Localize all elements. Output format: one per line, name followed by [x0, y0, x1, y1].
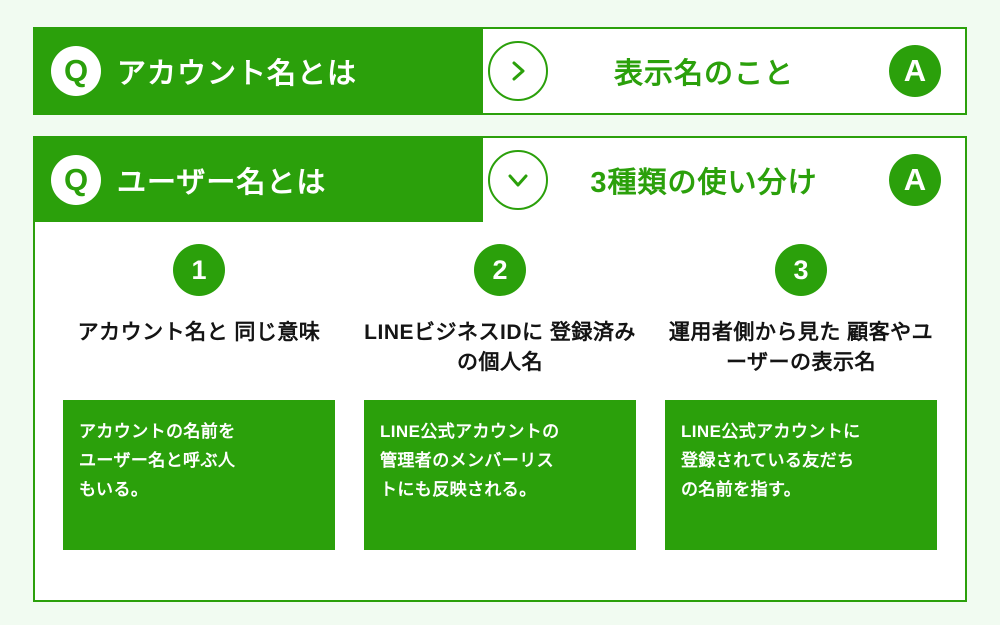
answer-text: 3種類の使い分け	[590, 167, 818, 199]
question-text: ユーザー名とは	[117, 167, 327, 199]
column-note: LINE公式アカウントの 管理者のメンバーリス トにも反映される。	[364, 400, 636, 550]
column-title-line: LINEビジネスIDに	[364, 321, 544, 344]
answer-badge: A	[889, 154, 941, 206]
question-section: Q ユーザー名とは	[35, 138, 483, 222]
faq-item-collapsed[interactable]: Q アカウント名とは 表示名のこと A	[33, 27, 967, 115]
column-note-line: の名前を指す。	[681, 480, 802, 500]
answer-badge: A	[889, 45, 941, 97]
column-note-line: LINE公式アカウントの	[380, 422, 560, 441]
question-badge: Q	[51, 46, 101, 96]
faq-item-expanded[interactable]: Q ユーザー名とは 3種類の使い分け A 1 アカウント名と 同じ意味	[33, 136, 967, 602]
column-note: LINE公式アカウントに 登録されている友だち の名前を指す。	[665, 400, 937, 550]
question-badge: Q	[51, 155, 101, 205]
usage-column-2: 2 LINEビジネスIDに 登録済みの個人名 LINE公式アカウントの 管理者の…	[364, 244, 636, 550]
usage-column-1: 1 アカウント名と 同じ意味 アカウントの名前を ユーザー名と呼ぶ人 もいる。	[63, 244, 335, 550]
answer-section: 3種類の使い分け A	[483, 138, 965, 222]
column-note-line: もいる。	[79, 480, 149, 500]
column-title-line: 登録済みの個人名	[457, 321, 636, 375]
column-note-line: 登録されている友だち	[681, 451, 855, 471]
usage-column-3: 3 運用者側から見た 顧客やユーザーの表示名 LINE公式アカウントに 登録され…	[665, 244, 937, 550]
column-title: 運用者側から見た 顧客やユーザーの表示名	[665, 318, 937, 380]
faq-header[interactable]: Q アカウント名とは 表示名のこと A	[35, 29, 965, 113]
answer-section: 表示名のこと A	[483, 29, 965, 113]
column-note-line: アカウントの名前を	[79, 422, 236, 441]
chevron-right-icon[interactable]	[488, 41, 548, 101]
column-note-line: トにも反映される。	[380, 480, 537, 500]
answer-text: 表示名のこと	[613, 58, 794, 90]
column-title-line: 運用者側から見た	[668, 321, 841, 344]
faq-header[interactable]: Q ユーザー名とは 3種類の使い分け A	[35, 138, 965, 222]
usage-columns: 1 アカウント名と 同じ意味 アカウントの名前を ユーザー名と呼ぶ人 もいる。 …	[35, 222, 965, 550]
column-title-line: アカウント名と	[77, 321, 229, 344]
question-section: Q アカウント名とは	[35, 29, 483, 113]
chevron-down-icon[interactable]	[488, 150, 548, 210]
column-title: アカウント名と 同じ意味	[78, 318, 321, 380]
question-text: アカウント名とは	[117, 58, 358, 90]
column-note-line: ユーザー名と呼ぶ人	[79, 451, 236, 471]
column-note-line: 管理者のメンバーリス	[380, 451, 554, 471]
number-badge: 2	[474, 244, 526, 296]
column-title: LINEビジネスIDに 登録済みの個人名	[364, 318, 636, 380]
column-note: アカウントの名前を ユーザー名と呼ぶ人 もいる。	[63, 400, 335, 550]
number-badge: 3	[775, 244, 827, 296]
column-title-line: 顧客やユーザーの表示名	[725, 321, 934, 375]
column-note-line: LINE公式アカウントに	[681, 422, 861, 441]
number-badge: 1	[173, 244, 225, 296]
column-title-line: 同じ意味	[234, 321, 321, 344]
